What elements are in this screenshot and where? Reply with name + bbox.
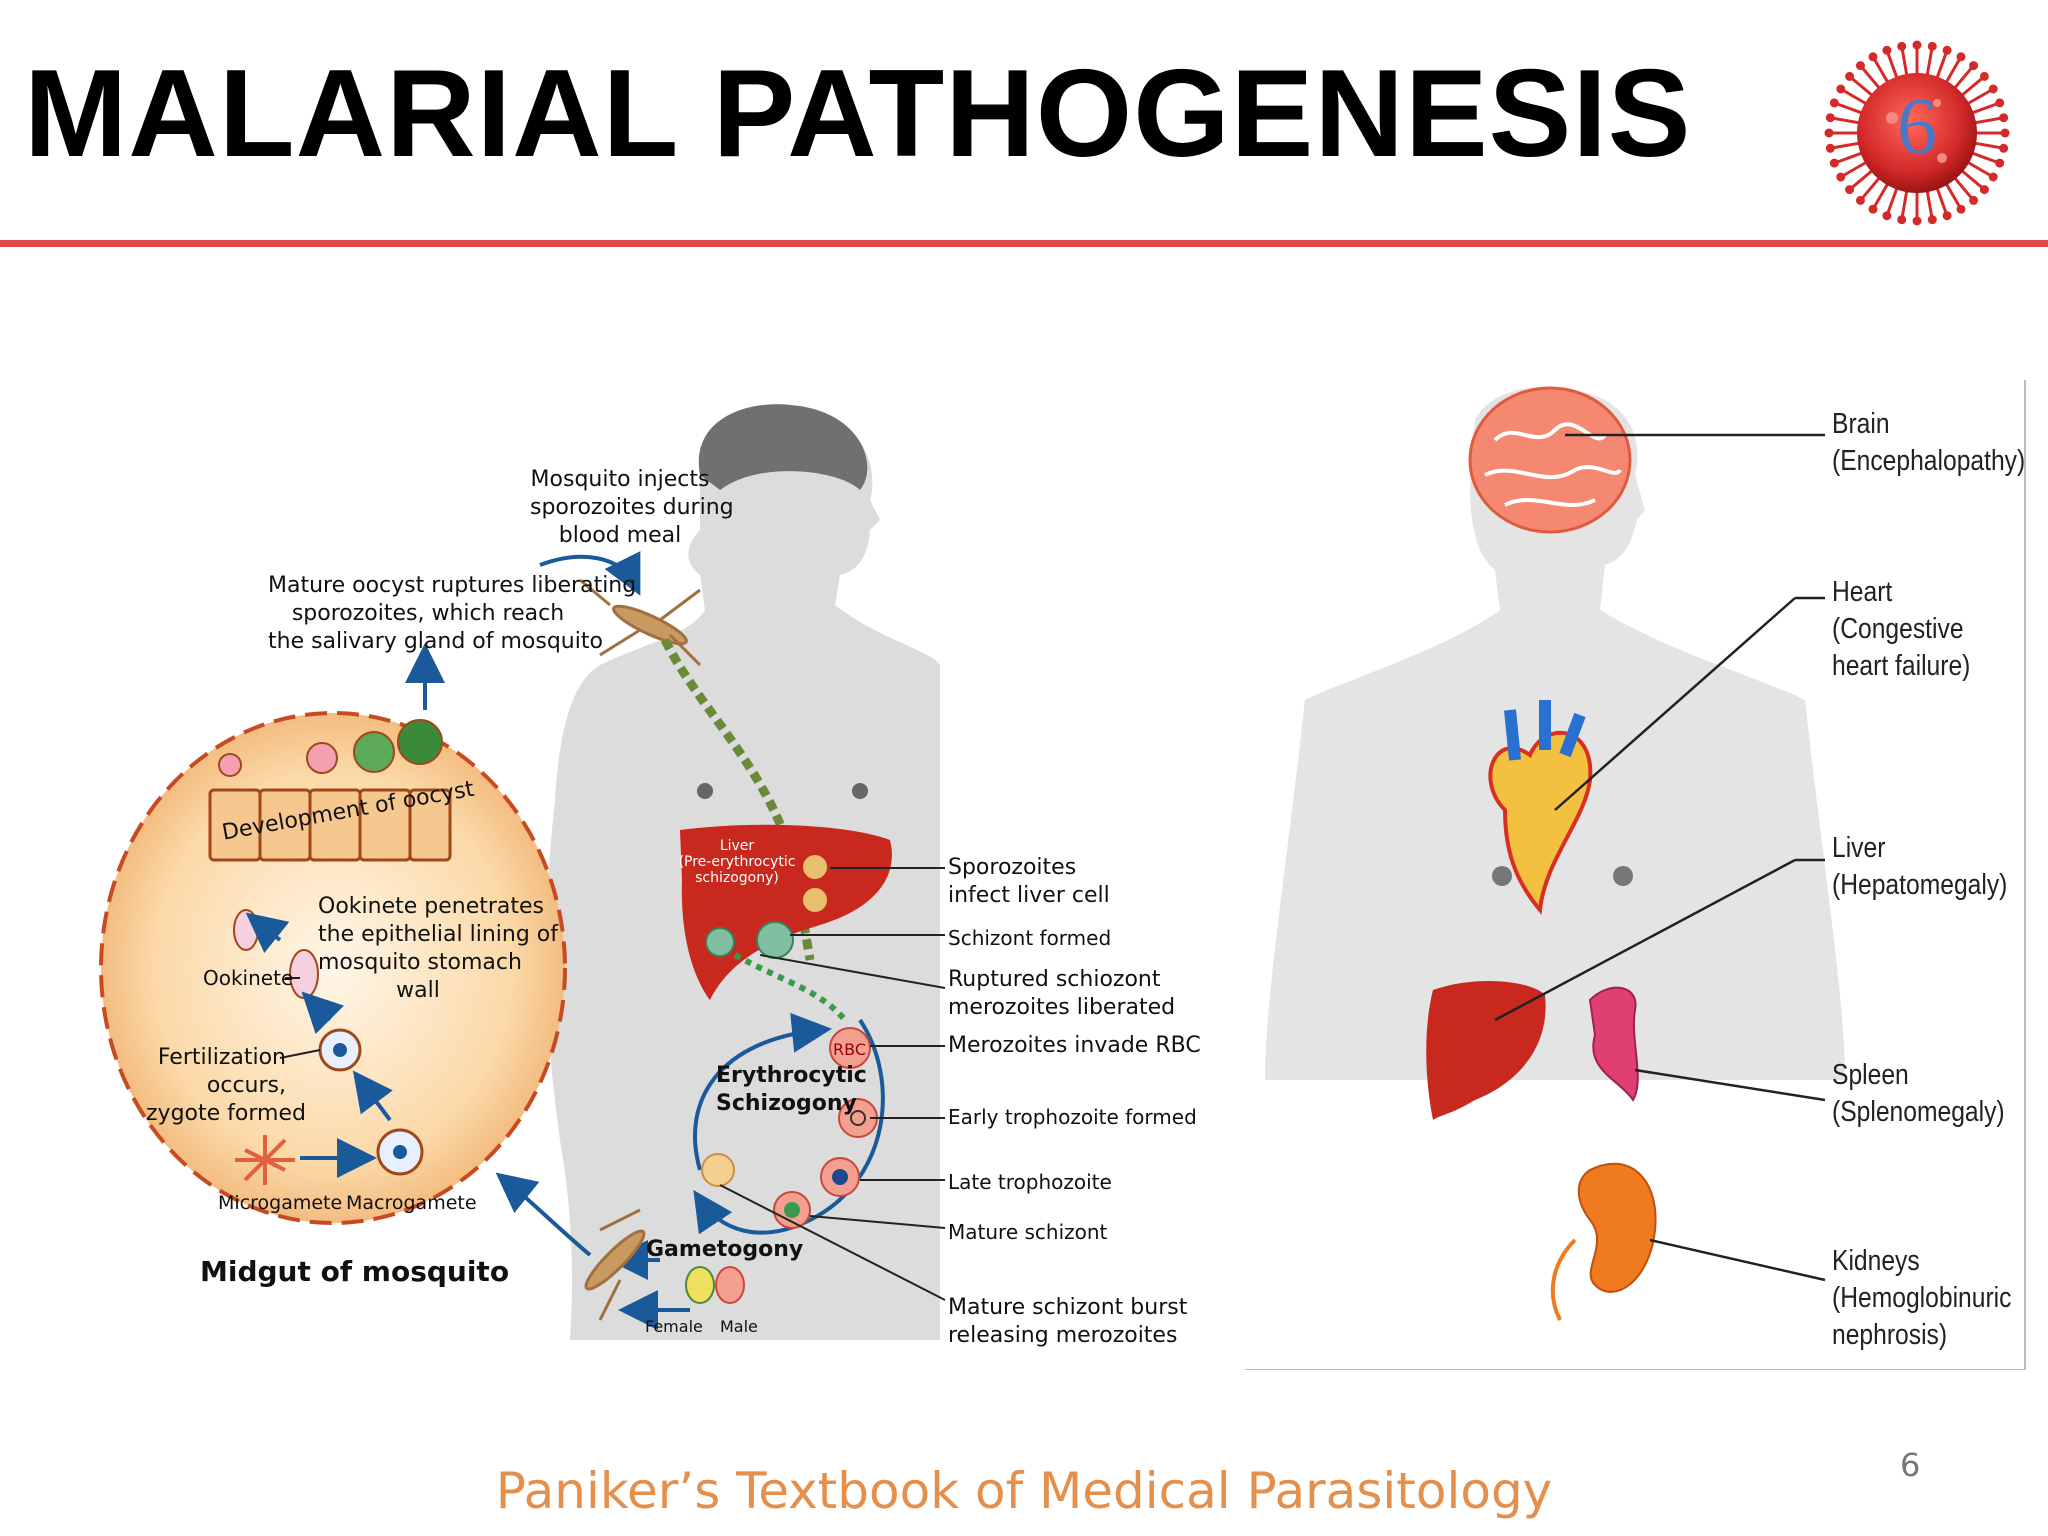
liver-label: Liver(Hepatomegaly) <box>1832 832 2008 901</box>
late-trophozoite-label: Late trophozoite <box>948 1170 1112 1194</box>
schizont-formed-label: Schizont formed <box>948 926 1112 950</box>
microgamete-icon <box>235 1135 295 1185</box>
liver-organ-icon <box>1426 980 1546 1120</box>
virus-badge-icon <box>1824 40 2010 226</box>
brain-label: Brain(Encephalopathy) <box>1832 408 2026 477</box>
source-footer: Paniker’s Textbook of Medical Parasitolo… <box>495 1462 1553 1520</box>
nipple-left <box>697 783 713 799</box>
life-cycle-illustration <box>99 404 946 1340</box>
macrogamete-label: Macrogamete <box>346 1192 477 1214</box>
epithelium-cells <box>208 788 452 862</box>
organ-involvement-illustration <box>1245 380 2026 1370</box>
page-number: 6 <box>1900 1446 1921 1484</box>
spleen-label: Spleen(Splenomegaly) <box>1832 1059 2005 1128</box>
merozoites-invade-label: Merozoites invade RBC <box>948 1033 1201 1058</box>
male-label: Male <box>720 1317 758 1336</box>
rbc-cell <box>829 1027 871 1069</box>
slide-title: MALARIAL PATHOGENESIS <box>24 45 1692 183</box>
mosquito-top-icon <box>579 578 702 667</box>
brain-icon <box>1468 386 1632 534</box>
mature-schizont-label: Mature schizont <box>948 1220 1108 1244</box>
early-trophozoite-label: Early trophozoite formed <box>948 1105 1197 1129</box>
kidney-icon <box>1577 1162 1657 1293</box>
slide-badge-number: 6 <box>1897 83 1937 171</box>
title-divider <box>0 240 2048 247</box>
nipple-right <box>852 783 868 799</box>
spleen-icon <box>1588 986 1639 1102</box>
ookinete-label: Ookinete <box>203 966 294 990</box>
mosquito-bottom-icon <box>584 1208 646 1321</box>
microgamete-label: Microgamete <box>218 1192 343 1214</box>
female-label: Female <box>645 1317 703 1336</box>
gametogony-label: Gametogony <box>646 1237 804 1262</box>
rbc-label: RBC <box>833 1040 866 1059</box>
midgut-label: Midgut of mosquito <box>200 1255 510 1288</box>
